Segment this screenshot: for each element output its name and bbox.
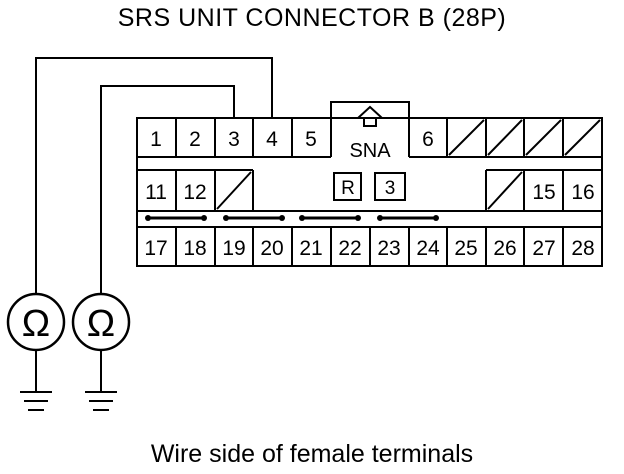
marker-3-box	[374, 172, 406, 201]
terminal-11: 11	[145, 181, 167, 204]
terminal-27: 27	[532, 237, 555, 260]
marker-r-box	[333, 172, 362, 201]
diagram-title: SRS UNIT CONNECTOR B (28P)	[117, 4, 507, 32]
terminal-25: 25	[454, 237, 477, 260]
lock-arrow-icon	[355, 105, 385, 127]
ohm-symbol-2: Ω	[87, 303, 115, 345]
test-leads	[35, 57, 273, 294]
terminal-12: 12	[183, 181, 206, 204]
terminal-20: 20	[260, 237, 283, 260]
lock-label: SNA	[349, 140, 391, 162]
terminal-1: 1	[150, 128, 162, 151]
terminal-21: 21	[299, 237, 322, 260]
terminal-5: 5	[305, 128, 317, 151]
terminal-2: 2	[189, 128, 201, 151]
terminal-4: 4	[266, 128, 278, 151]
ground-icon	[20, 391, 52, 411]
ohm-symbol-1: Ω	[22, 303, 50, 345]
terminal-24: 24	[416, 237, 440, 260]
terminal-26: 26	[493, 237, 516, 260]
ground-icon	[85, 391, 117, 411]
marker-r: R	[341, 178, 355, 199]
terminal-6: 6	[422, 128, 434, 151]
terminal-19: 19	[222, 237, 245, 260]
ohmmeter-2: Ω	[71, 292, 131, 392]
diagram-caption: Wire side of female terminals	[150, 440, 474, 468]
marker-3: 3	[385, 178, 396, 199]
ohmmeter-1: Ω	[6, 292, 66, 392]
connector-body	[136, 101, 603, 267]
terminal-23: 23	[377, 237, 400, 260]
terminal-3: 3	[228, 128, 240, 151]
terminal-28: 28	[571, 237, 594, 260]
terminal-16: 16	[571, 181, 594, 204]
terminal-15: 15	[532, 181, 555, 204]
terminal-17: 17	[144, 237, 167, 260]
terminal-22: 22	[338, 237, 361, 260]
terminal-18: 18	[183, 237, 206, 260]
unused-cavities	[216, 119, 601, 210]
shorting-bar-ends	[145, 215, 439, 221]
